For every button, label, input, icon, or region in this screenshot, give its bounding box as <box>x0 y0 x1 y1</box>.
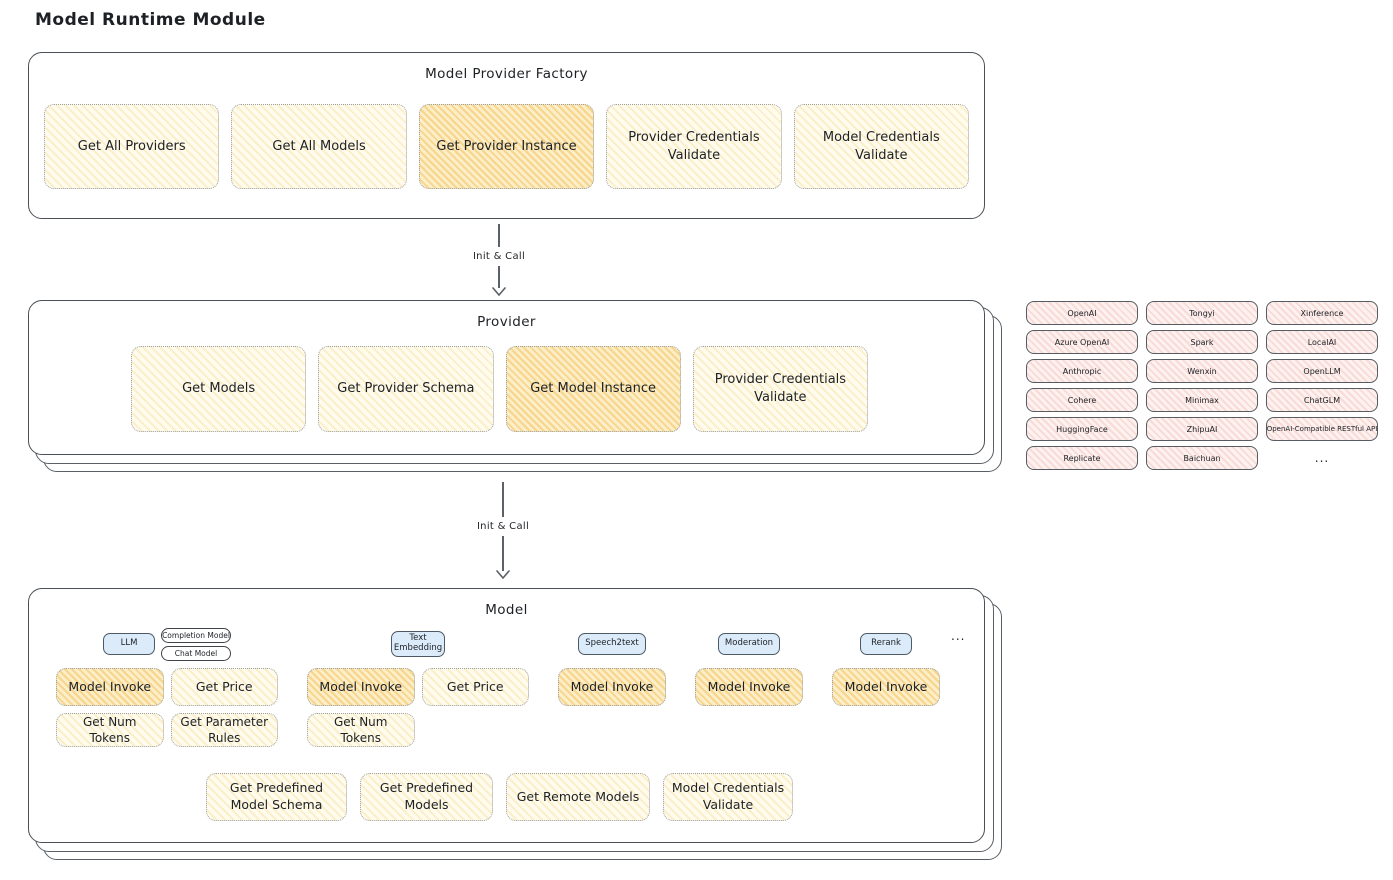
init-call-arrow-1: Init & Call <box>454 224 544 296</box>
arrow-line <box>498 224 500 247</box>
arrow-label: Init & Call <box>472 250 526 262</box>
arrow-line <box>502 482 504 517</box>
arrow-label: Init & Call <box>476 521 530 532</box>
init-call-arrow-2: Init & Call <box>458 482 548 579</box>
get-predefined-models-box: Get Predefined Models <box>360 773 493 821</box>
speech2text-model-invoke-box: Model Invoke <box>558 668 666 706</box>
speech2text-tag: Speech2text <box>578 633 646 655</box>
provider-item: Wenxin <box>1146 359 1258 383</box>
provider-item: OpenLLM <box>1266 359 1378 383</box>
provider-item: Spark <box>1146 330 1258 354</box>
arrow-line <box>498 265 500 288</box>
llm-subtags: Completion Model Chat Model <box>161 627 231 661</box>
model-credentials-validate-box: Model Credentials Validate <box>793 104 970 189</box>
provider-item: LocalAI <box>1266 330 1378 354</box>
model-credentials-validate-box-2: Model Credentials Validate <box>663 773 793 821</box>
model-panel: Model LLM Completion Model Chat Model Mo… <box>28 588 985 843</box>
provider-credentials-validate-box: Provider Credentials Validate <box>606 104 782 189</box>
text-embedding-model-invoke-box: Model Invoke <box>307 668 415 706</box>
llm-model-invoke-box: Model Invoke <box>56 668 164 706</box>
provider-panel: Provider Get Models Get Provider Schema … <box>28 300 985 455</box>
arrow-line <box>502 536 504 571</box>
provider-item: OpenAI <box>1026 301 1138 325</box>
rerank-tag: Rerank <box>860 633 912 655</box>
get-remote-models-box: Get Remote Models <box>506 773 650 821</box>
model-panel-title: Model <box>485 602 528 618</box>
provider-item: Cohere <box>1026 388 1138 412</box>
get-predefined-model-schema-box: Get Predefined Model Schema <box>206 773 347 821</box>
arrowhead-down-icon <box>492 287 506 296</box>
model-type-groups: LLM Completion Model Chat Model Model In… <box>56 626 984 747</box>
moderation-model-invoke-box: Model Invoke <box>695 668 803 706</box>
completion-model-tag: Completion Model <box>161 627 231 643</box>
get-provider-schema-box: Get Provider Schema <box>318 346 494 432</box>
llm-get-num-tokens-box: Get Num Tokens <box>56 713 164 747</box>
model-group-llm: LLM Completion Model Chat Model Model In… <box>56 626 278 747</box>
model-types-more: ... <box>951 629 966 643</box>
factory-panel-title: Model Provider Factory <box>425 66 588 82</box>
get-all-providers-box: Get All Providers <box>44 104 220 189</box>
provider-item: ZhipuAI <box>1146 417 1258 441</box>
provider-item: Anthropic <box>1026 359 1138 383</box>
rerank-model-invoke-box: Model Invoke <box>832 668 940 706</box>
llm-tag: LLM <box>103 633 155 655</box>
model-group-text-embedding: Text Embedding Model Invoke Get Price Ge… <box>307 626 529 747</box>
diagram-title: Model Runtime Module <box>35 10 266 30</box>
get-model-instance-box: Get Model Instance <box>505 346 681 432</box>
llm-get-parameter-rules-box: Get Parameter Rules <box>170 713 278 747</box>
provider-credentials-validate-box-2: Provider Credentials Validate <box>692 346 868 432</box>
provider-list: OpenAI Tongyi Xinference Azure OpenAI Sp… <box>1026 301 1378 470</box>
provider-item: Xinference <box>1266 301 1378 325</box>
provider-item: Replicate <box>1026 446 1138 470</box>
factory-panel: Model Provider Factory Get All Providers… <box>28 52 985 219</box>
llm-get-price-box: Get Price <box>170 668 278 706</box>
llm-group-header: LLM Completion Model Chat Model <box>56 626 278 662</box>
model-group-speech2text: Speech2text Model Invoke <box>558 626 666 747</box>
provider-item: ChatGLM <box>1266 388 1378 412</box>
model-bottom-row: Get Predefined Model Schema Get Predefin… <box>206 773 984 821</box>
model-group-rerank: Rerank Model Invoke <box>832 626 940 747</box>
provider-item: Tongyi <box>1146 301 1258 325</box>
moderation-tag: Moderation <box>717 633 781 655</box>
chat-model-tag: Chat Model <box>161 645 231 661</box>
get-all-models-box: Get All Models <box>231 104 407 189</box>
provider-item: Minimax <box>1146 388 1258 412</box>
provider-panel-title: Provider <box>477 314 536 330</box>
get-models-box: Get Models <box>131 346 307 432</box>
text-embedding-get-price-box: Get Price <box>421 668 529 706</box>
provider-button-row: Get Models Get Provider Schema Get Model… <box>131 346 868 432</box>
provider-item: Azure OpenAI <box>1026 330 1138 354</box>
text-embedding-tag: Text Embedding <box>391 631 445 657</box>
provider-item: Baichuan <box>1146 446 1258 470</box>
get-provider-instance-box: Get Provider Instance <box>418 104 595 189</box>
provider-item: HuggingFace <box>1026 417 1138 441</box>
text-embedding-get-num-tokens-box: Get Num Tokens <box>307 713 415 747</box>
factory-button-row: Get All Providers Get All Models Get Pro… <box>29 104 984 189</box>
provider-list-more: ... <box>1314 451 1330 465</box>
model-group-moderation: Moderation Model Invoke <box>695 626 803 747</box>
provider-item: OpenAI-Compatible RESTful API <box>1266 417 1378 441</box>
arrowhead-down-icon <box>496 570 510 579</box>
